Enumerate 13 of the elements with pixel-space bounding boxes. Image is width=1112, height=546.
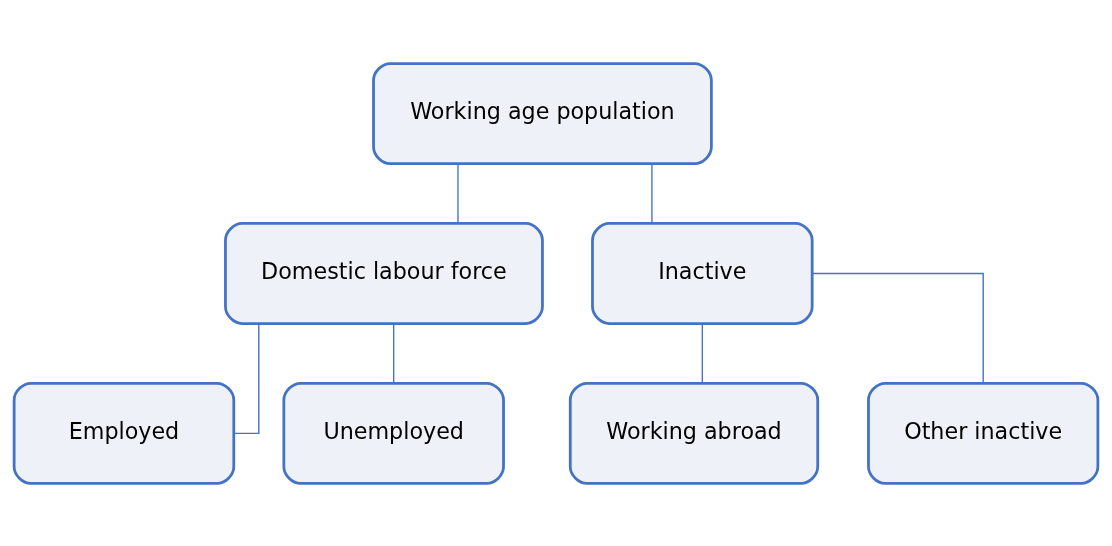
- connector: [651, 162, 653, 224]
- node-box: Working abroad: [568, 381, 820, 485]
- node-box: Working age population: [372, 61, 713, 165]
- node-box: Unemployed: [282, 381, 505, 485]
- connector: [233, 322, 260, 434]
- node-box: Inactive: [591, 221, 814, 325]
- node-box: Domestic labour force: [224, 221, 544, 325]
- connector: [393, 322, 395, 384]
- connector: [701, 322, 704, 384]
- connector: [457, 162, 459, 224]
- node-box: Other inactive: [867, 381, 1100, 485]
- node-box: Employed: [12, 381, 236, 485]
- connector: [811, 272, 984, 384]
